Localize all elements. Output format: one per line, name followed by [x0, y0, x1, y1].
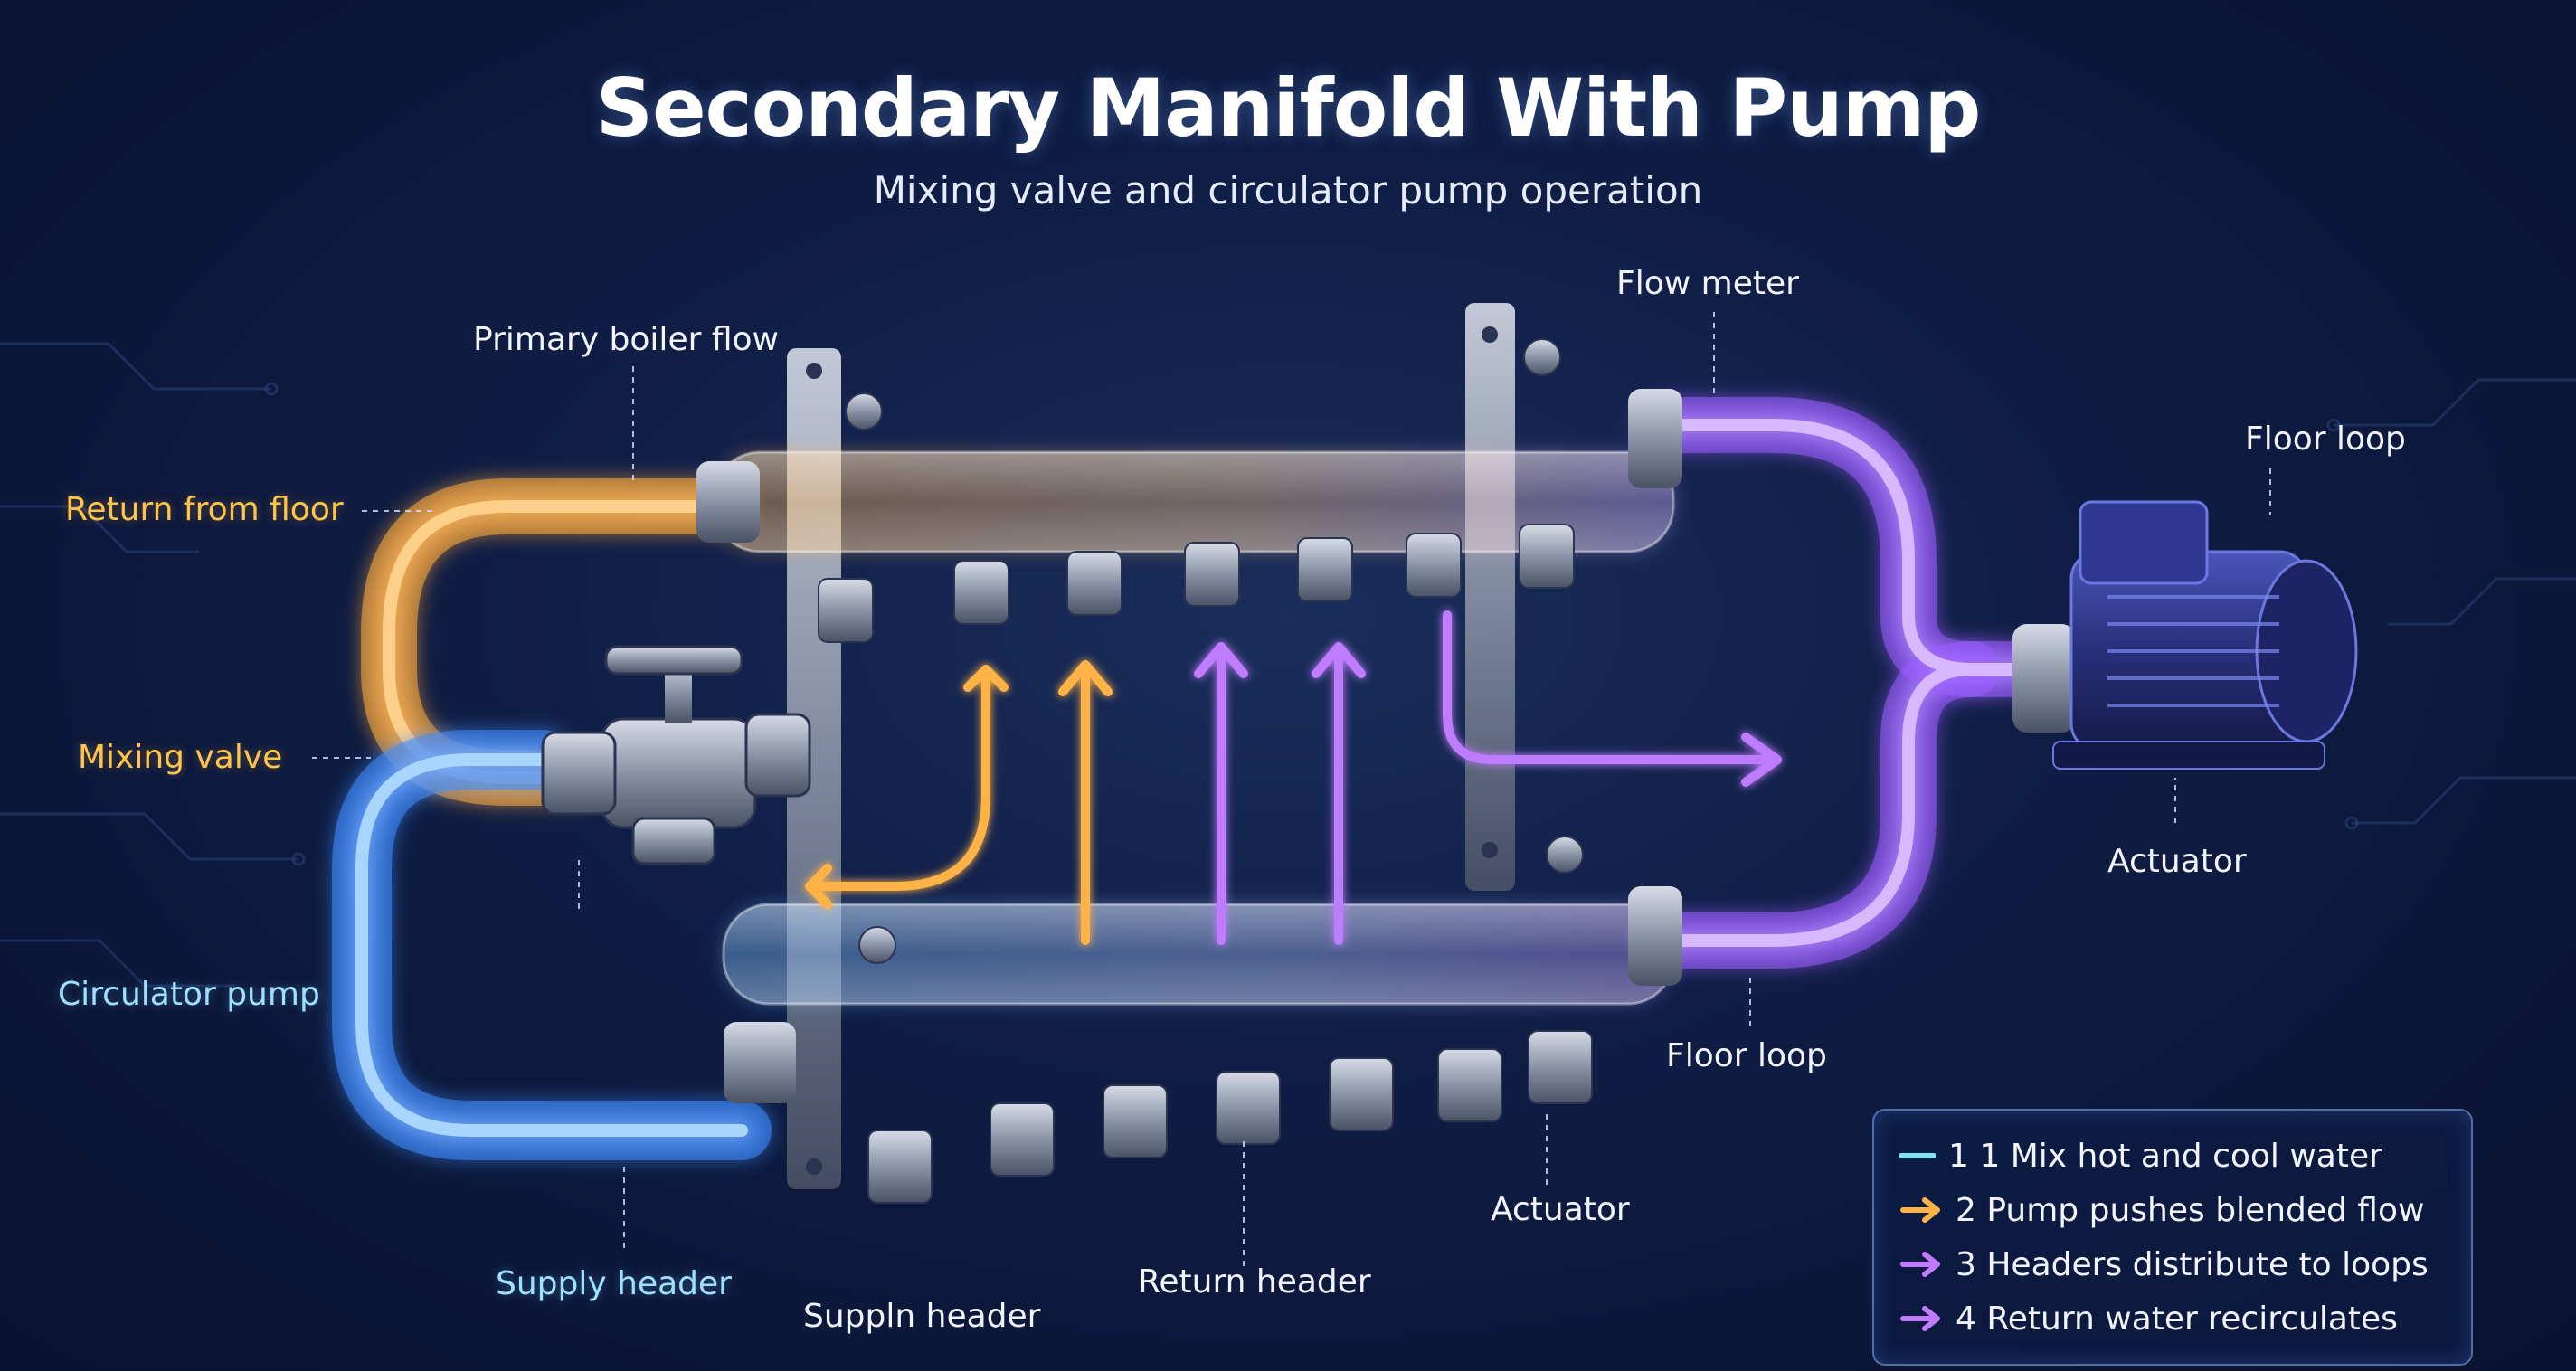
mounting-bracket-right: [1465, 303, 1515, 891]
leader-lines: [312, 312, 2271, 1266]
mixing-valve-body: [541, 645, 811, 865]
top-valve-fittings: [818, 338, 1575, 643]
top-header-tube: [696, 389, 1682, 553]
blended-loop-pipe: [1636, 397, 2054, 969]
page-subtitle: Mixing valve and circulator pump operati…: [873, 168, 1703, 213]
label-floor-loop-bottom: Floor loop: [1666, 1037, 1827, 1074]
legend-item-text: 4 Return water recirculates: [1956, 1300, 2398, 1338]
legend-item-text: 1 1 Mix hot and cool water: [1948, 1137, 2382, 1175]
label-suppln-header: Suppln header: [803, 1298, 1041, 1335]
label-primary-boiler-flow: Primary boiler flow: [473, 321, 779, 358]
page-title: Secondary Manifold With Pump: [595, 61, 1982, 155]
legend-item-1: 1 1 Mix hot and cool water: [1899, 1136, 2382, 1176]
orange-up-arrows: [805, 660, 1113, 945]
arrow-icon: [1900, 1306, 1940, 1331]
legend-item-4: 4 Return water recirculates: [1899, 1299, 2398, 1338]
label-return-from-floor: Return from floor: [65, 491, 344, 528]
bottom-valve-fittings: [858, 836, 1593, 1204]
label-actuator-right: Actuator: [2107, 843, 2247, 880]
purple-up-arrows: [1194, 610, 1782, 945]
bottom-header-tube: [722, 886, 1682, 1103]
legend-item-text: 3 Headers distribute to loops: [1956, 1245, 2429, 1283]
label-circulator-pump: Circulator pump: [58, 976, 320, 1013]
arrow-icon: [1900, 1197, 1940, 1223]
background-circuit-lines: [0, 342, 2576, 988]
label-floor-loop-top: Floor loop: [2245, 421, 2406, 458]
legend-panel: 1 1 Mix hot and cool water 2 Pump pushes…: [1872, 1109, 2473, 1366]
label-mixing-valve: Mixing valve: [78, 739, 283, 776]
label-actuator-bottom: Actuator: [1491, 1191, 1630, 1228]
cool-supply-pipe: [332, 730, 772, 1160]
label-return-header: Return header: [1138, 1263, 1371, 1300]
legend-item-2: 2 Pump pushes blended flow: [1899, 1190, 2424, 1230]
legend-item-text: 2 Pump pushes blended flow: [1956, 1191, 2425, 1229]
label-flow-meter: Flow meter: [1616, 265, 1799, 302]
legend-item-3: 3 Headers distribute to loops: [1899, 1244, 2429, 1284]
circulator-pump-motor: [2012, 500, 2358, 770]
arrow-icon: [1900, 1252, 1940, 1277]
label-supply-header: Supply header: [496, 1265, 732, 1302]
line-icon: [1899, 1153, 1936, 1158]
